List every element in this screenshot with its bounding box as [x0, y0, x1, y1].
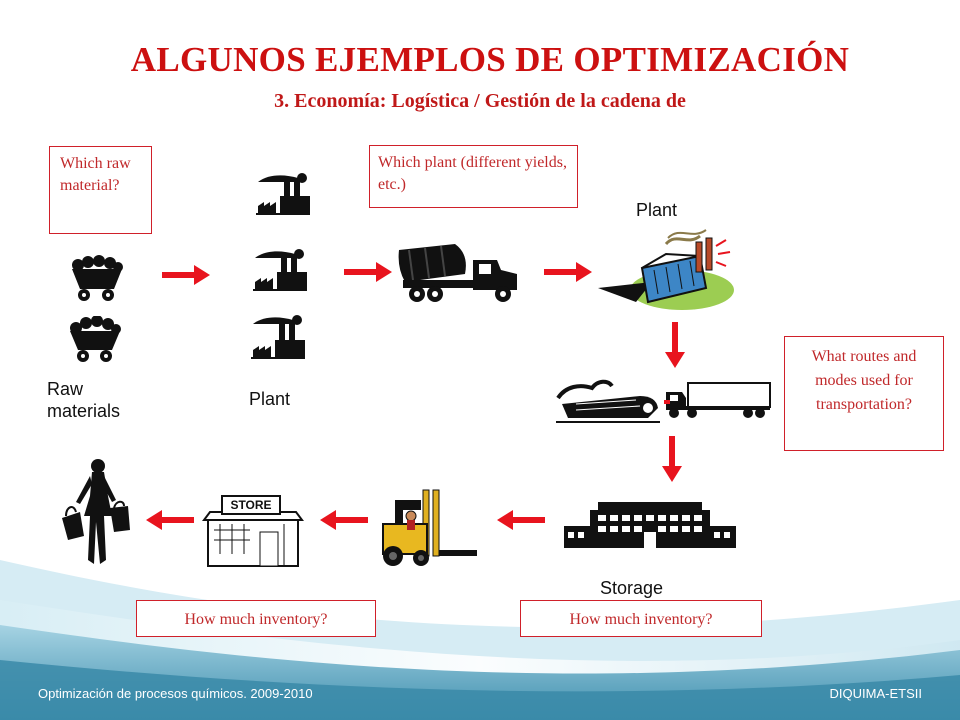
- footer-right: DIQUIMA-ETSII: [829, 686, 922, 701]
- arrow-right-icon: [162, 265, 210, 285]
- question-plant-text: Which plant (different yields, etc.): [378, 154, 567, 193]
- chemical-plant-icon: [598, 229, 734, 310]
- slide-title: ALGUNOS EJEMPLOS DE OPTIMIZACIÓN: [130, 40, 850, 79]
- label-plant-small: Plant: [249, 389, 291, 409]
- arrow-left-icon: [497, 510, 545, 530]
- question-inventory-store: How much inventory?: [136, 600, 376, 637]
- arrow-left-icon: [320, 510, 368, 530]
- store-icon: STORE: [202, 495, 304, 567]
- slide-subtitle: 3. Economía: Logística / Gestión de la c…: [274, 90, 686, 112]
- arrow-left-icon: [146, 510, 194, 530]
- factory-icon: [256, 173, 310, 215]
- footer-left: Optimización de procesos químicos. 2009-…: [38, 686, 313, 701]
- forklift-icon: [382, 489, 477, 566]
- factory-icon: [251, 315, 305, 359]
- question-routes-text: What routes and modes used for transport…: [811, 348, 917, 413]
- train-icon: [556, 379, 660, 423]
- question-inventory-storage: How much inventory?: [520, 600, 762, 637]
- question-inventory-storage-text: How much inventory?: [569, 611, 713, 628]
- coal-cart-icon: [70, 316, 121, 362]
- warehouse-icon: [564, 502, 736, 548]
- mixer-truck-icon: [398, 244, 517, 302]
- coal-cart-icon: [72, 255, 123, 301]
- factory-icon: [253, 249, 307, 291]
- question-raw-material: Which raw material?: [49, 146, 152, 234]
- semi-truck-icon: [664, 382, 771, 418]
- arrow-down-icon: [665, 322, 685, 368]
- store-sign-text: STORE: [230, 498, 271, 512]
- question-raw-material-text: Which raw material?: [60, 155, 131, 194]
- question-inventory-store-text: How much inventory?: [184, 611, 328, 628]
- question-routes: What routes and modes used for transport…: [784, 336, 944, 451]
- arrow-right-icon: [344, 262, 392, 282]
- question-plant: Which plant (different yields, etc.): [369, 145, 578, 208]
- label-raw-materials: Raw materials: [47, 379, 121, 421]
- arrow-down-icon: [662, 436, 682, 482]
- label-plant-large: Plant: [636, 200, 678, 220]
- shopper-icon: [62, 459, 130, 564]
- label-storage: Storage: [600, 578, 664, 598]
- arrow-right-icon: [544, 262, 592, 282]
